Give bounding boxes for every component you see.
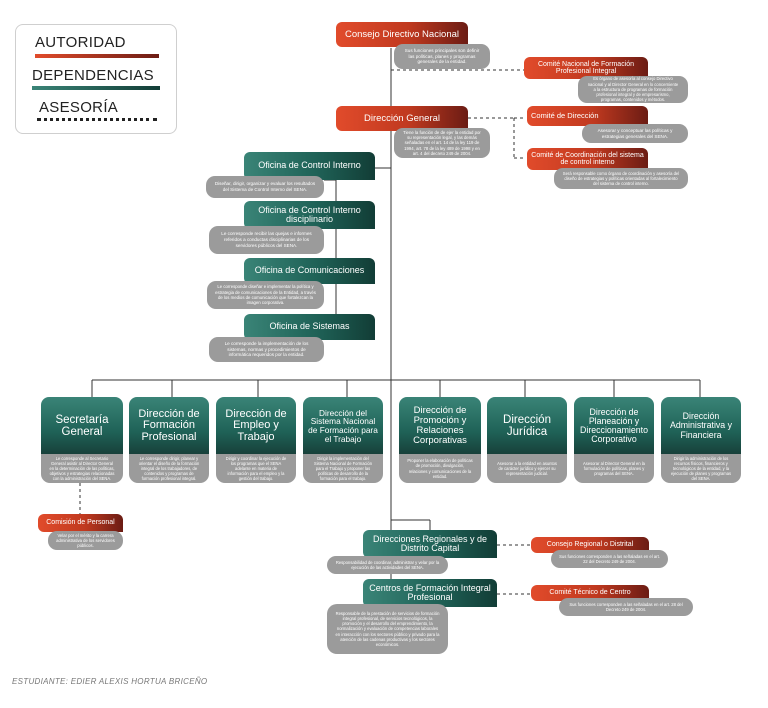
desc-comite-nacional: Es órgano de asesoría al consejo Directi… (578, 76, 688, 103)
node-comite-coordinacion: Comité de Coordinación del sistema de co… (527, 148, 648, 170)
desc-oficina-control-interno: Diseñar, dirigir, organizar y evaluar lo… (206, 176, 324, 198)
node-oficina-control-disciplinario: Oficina de Control Interno disciplinario (244, 201, 375, 229)
desc-direccion-formacion: Le corresponde dirigir, planear y orient… (129, 454, 209, 483)
node-comite-tecnico: Comité Técnico de Centro (531, 585, 649, 601)
node-oficina-sistemas: Oficina de Sistemas (244, 314, 375, 340)
node-centros-formacion: Centros de Formación Integral Profesiona… (363, 579, 497, 607)
desc-direccion-general: Tiene la función de de ejer la entidad p… (394, 128, 490, 158)
student-name: ESTUDIANTE: EDIER ALEXIS HORTUA BRICEÑO (12, 677, 208, 686)
node-title: Comité de Coordinación del sistema de co… (531, 151, 644, 166)
desc-direccion-empleo: Dirigir y coordinar la ejecución de los … (216, 454, 296, 483)
desc-oficina-control-disciplinario: Le corresponde recibir las quejas e info… (209, 226, 324, 254)
desc-direcciones-regionales: Responsabilidad de coordinar, administra… (327, 556, 448, 574)
node-title: Comité de Dirección (531, 111, 599, 121)
desc-oficina-sistemas: Le corresponde la implementación de los … (209, 337, 324, 362)
node-title: Consejo Regional o Distrital (546, 541, 634, 549)
legend-dependencies-bar (32, 86, 160, 90)
node-title: Dirección Administrativa y Financiera (669, 411, 733, 440)
node-direccion-general: Dirección General (336, 106, 468, 131)
node-oficina-comunicaciones: Oficina de Comunicaciones (244, 258, 375, 284)
legend-advisory-label: ASESORÍA (39, 99, 119, 116)
node-title: Centros de Formación Integral Profesiona… (369, 582, 491, 602)
node-comite-direccion: Comité de Dirección (527, 106, 648, 126)
node-title: Dirección del Sistema Nacional de Formac… (308, 407, 378, 444)
node-comite-nacional: Comité Nacional de Formación Profesional… (524, 57, 648, 79)
desc-comision-personal: Velar por el mérito y la carrera adminis… (48, 531, 123, 550)
node-consejo-directivo: Consejo Directivo Nacional (336, 22, 468, 47)
node-title: Comité Técnico de Centro (549, 589, 631, 597)
desc-direccion-administrativa: Dirigir la administración de los recurso… (661, 454, 741, 483)
node-title: Dirección General (363, 112, 441, 124)
desc-direccion-promocion: Proponer la elaboración de políticas de … (399, 454, 481, 483)
node-direccion-empleo: Dirección de Empleo y Trabajo (216, 397, 296, 455)
node-title: Oficina de Control Interno (258, 160, 361, 171)
node-title: Consejo Directivo Nacional (344, 28, 460, 40)
desc-oficina-comunicaciones: Le corresponde diseñar e implementar la … (207, 281, 324, 309)
node-title: Dirección Jurídica (503, 413, 551, 438)
node-secretaria-general: Secretaría General (41, 397, 123, 455)
node-direccion-juridica: Dirección Jurídica (487, 397, 567, 455)
node-title: Direcciones Regionales y de Distrito Cap… (372, 533, 488, 553)
node-title: Comisión de Personal (46, 519, 115, 527)
node-title: Dirección de Promoción y Relaciones Corp… (413, 405, 467, 446)
desc-consejo-directivo: Sus funciones principales son definir la… (394, 44, 490, 69)
node-comision-personal: Comisión de Personal (38, 514, 123, 532)
desc-direccion-snft: Dirigir la implementación del Sistema Na… (303, 454, 383, 483)
node-direccion-snft: Dirección del Sistema Nacional de Formac… (303, 397, 383, 455)
legend-dependencies-label: DEPENDENCIAS (32, 67, 154, 84)
node-title: Oficina de Control Interno disciplinario (258, 204, 361, 224)
desc-direccion-juridica: Asesorar a la entidad en asuntos de cará… (487, 454, 567, 483)
desc-comite-direccion: Asesorar y conceptuar las políticas y es… (582, 124, 688, 143)
node-title: Dirección de Empleo y Trabajo (225, 407, 287, 443)
desc-comite-tecnico: Sus funciones corresponden a las señalad… (559, 598, 693, 616)
node-title: Oficina de Comunicaciones (254, 265, 365, 276)
desc-centros-formacion: Responsable de la prestación de servicio… (327, 604, 448, 654)
node-consejo-regional: Consejo Regional o Distrital (531, 537, 649, 553)
node-oficina-control-interno: Oficina de Control Interno (244, 152, 375, 180)
legend-advisory-bar (37, 118, 157, 124)
legend-panel: AUTORIDAD DEPENDENCIAS ASESORÍA (15, 24, 177, 134)
node-title: Dirección de Planeación y Direccionamien… (580, 406, 648, 445)
node-title: Oficina de Sistemas (269, 321, 350, 332)
desc-secretaria-general: Le corresponde al Secretario General asi… (41, 454, 123, 483)
desc-direccion-planeacion: Asesorar al Director General en la formu… (574, 454, 654, 483)
legend-authority-bar (35, 54, 159, 58)
desc-comite-coordinacion: Será responsable como órgano de coordina… (554, 168, 688, 189)
node-title: Secretaría General (55, 413, 109, 438)
node-direcciones-regionales: Direcciones Regionales y de Distrito Cap… (363, 530, 497, 558)
node-direccion-promocion: Dirección de Promoción y Relaciones Corp… (399, 397, 481, 455)
desc-consejo-regional: Sus funciones corresponden a las señalad… (551, 550, 668, 568)
node-direccion-administrativa: Dirección Administrativa y Financiera (661, 397, 741, 455)
node-direccion-formacion: Dirección de Formación Profesional (129, 397, 209, 455)
node-direccion-planeacion: Dirección de Planeación y Direccionamien… (574, 397, 654, 455)
node-title: Comité Nacional de Formación Profesional… (537, 60, 635, 75)
node-title: Dirección de Formación Profesional (138, 407, 200, 443)
legend-authority-label: AUTORIDAD (35, 34, 126, 51)
